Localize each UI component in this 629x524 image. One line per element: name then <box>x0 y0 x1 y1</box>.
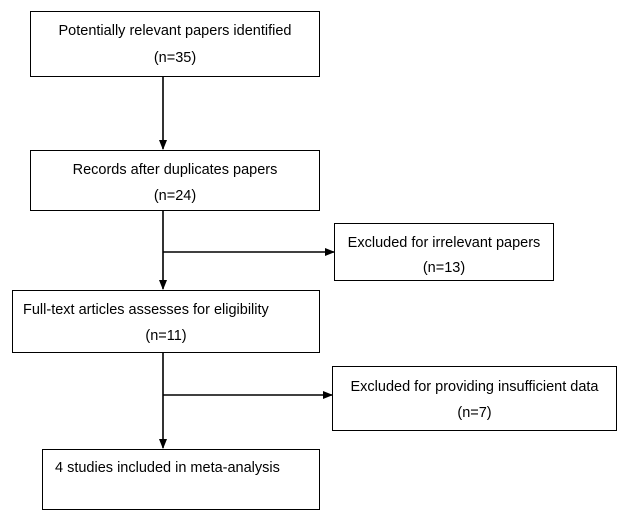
excluded-insufficient-box: Excluded for providing insufficient data… <box>332 366 617 431</box>
identified-count: (n=35) <box>153 50 197 66</box>
excluded-irrelevant-count: (n=13) <box>422 260 466 276</box>
identified-box: Potentially relevant papers identified (… <box>30 11 320 77</box>
after-duplicates-count: (n=24) <box>153 188 197 204</box>
excluded-insufficient-label: Excluded for providing insufficient data <box>350 379 599 395</box>
after-duplicates-box: Records after duplicates papers (n=24) <box>30 150 320 211</box>
full-text-box: Full-text articles assesses for eligibil… <box>12 290 320 353</box>
included-box: 4 studies included in meta-analysis <box>42 449 320 510</box>
identified-label: Potentially relevant papers identified <box>58 23 292 39</box>
included-label: 4 studies included in meta-analysis <box>55 460 280 476</box>
excluded-irrelevant-box: Excluded for irrelevant papers (n=13) <box>334 223 554 281</box>
after-duplicates-label: Records after duplicates papers <box>72 162 278 178</box>
full-text-label: Full-text articles assesses for eligibil… <box>23 302 269 318</box>
excluded-insufficient-count: (n=7) <box>457 405 492 421</box>
full-text-count: (n=11) <box>145 328 187 344</box>
excluded-irrelevant-label: Excluded for irrelevant papers <box>347 235 541 251</box>
